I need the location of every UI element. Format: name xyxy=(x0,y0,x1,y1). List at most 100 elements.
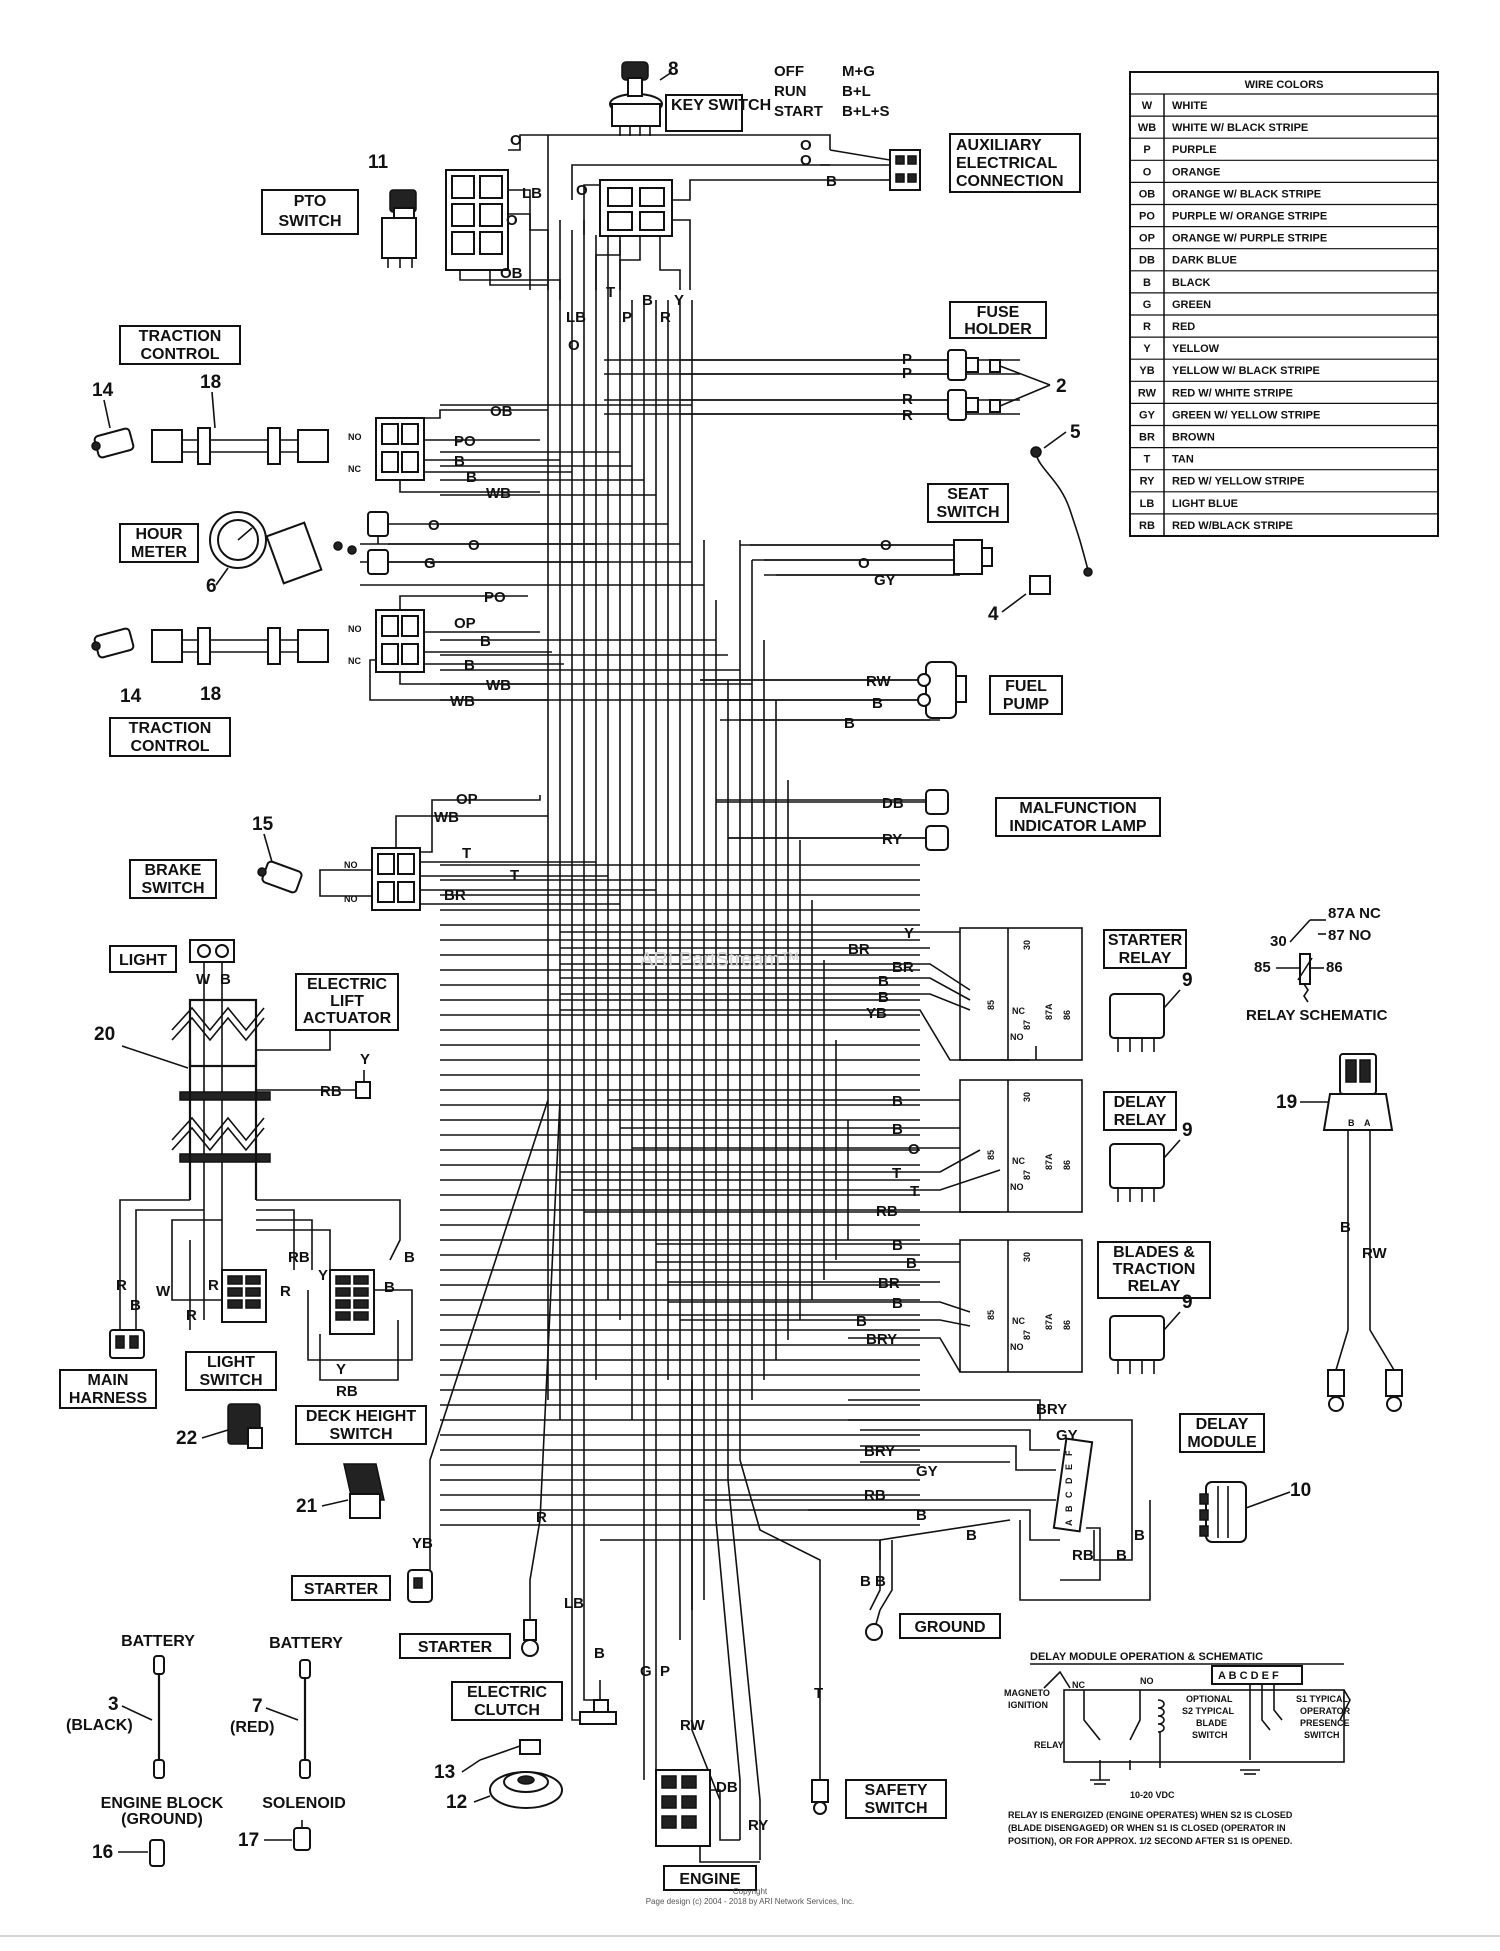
svg-text:15: 15 xyxy=(252,814,274,835)
mil-label-1: MALFUNCTION xyxy=(1019,800,1136,817)
s2-1: OPTIONAL xyxy=(1186,1694,1233,1704)
svg-text:B: B xyxy=(872,695,883,712)
blades-relay-label-1: BLADES & xyxy=(1113,1244,1195,1261)
svg-text:E: E xyxy=(1064,1464,1074,1470)
svg-text:3: 3 xyxy=(108,1694,119,1715)
switch-4-5: 5 4 xyxy=(988,422,1093,625)
light-switch-box xyxy=(185,1351,277,1391)
svg-text:O: O xyxy=(468,537,480,554)
svg-text:DB: DB xyxy=(882,795,904,812)
s2-4: SWITCH xyxy=(1192,1730,1228,1740)
delay-relay-label-2: RELAY xyxy=(1114,1112,1167,1129)
switch-wiring: R B W R R R RB Y B B xyxy=(116,1199,415,1330)
svg-text:10: 10 xyxy=(1290,1480,1311,1501)
s1-1: S1 TYPICAL xyxy=(1296,1694,1349,1704)
svg-text:LB: LB xyxy=(522,185,542,202)
starter-relay-label-2: RELAY xyxy=(1119,950,1172,967)
svg-text:B: B xyxy=(826,173,837,190)
svg-text:6: 6 xyxy=(206,576,217,597)
brake-box xyxy=(129,859,217,899)
starter-relay-wires: Y BR BR B B YB xyxy=(848,925,914,1022)
vdc-label: 10-20 VDC xyxy=(1130,1790,1175,1800)
hour-connectors: O O G xyxy=(367,511,608,575)
solenoid-label: SOLENOID xyxy=(262,1795,346,1812)
sr-pin-30: 30 xyxy=(1022,940,1032,950)
svg-text:WB: WB xyxy=(486,677,511,694)
svg-text:20: 20 xyxy=(94,1024,115,1045)
starter-solenoid: YB xyxy=(407,1099,549,1603)
fuse-box xyxy=(949,301,1047,339)
wire-color-desc: YELLOW xyxy=(1172,343,1220,355)
svg-text:85: 85 xyxy=(986,1310,996,1320)
wire-color-desc: BLACK xyxy=(1172,277,1211,289)
svg-text:OB: OB xyxy=(490,403,513,420)
wire-color-code: OB xyxy=(1139,188,1156,200)
svg-text:B: B xyxy=(464,657,475,674)
svg-text:YB: YB xyxy=(866,1005,887,1022)
starter1-label: STARTER xyxy=(304,1581,379,1598)
svg-text:RB: RB xyxy=(864,1487,886,1504)
svg-text:T: T xyxy=(892,1165,901,1182)
hour-label-2: METER xyxy=(131,544,187,561)
sr-pin-nc: NC xyxy=(1012,1006,1025,1016)
traction1-wire-labels: OB PO B B WB xyxy=(454,403,513,502)
svg-text:PO: PO xyxy=(454,433,476,450)
wire-color-desc: PURPLE xyxy=(1172,144,1217,156)
svg-text:B: B xyxy=(1116,1547,1127,1564)
svg-text:87A NC: 87A NC xyxy=(1328,905,1381,922)
brake-connector: NO NO xyxy=(319,795,656,911)
hour-box xyxy=(119,523,199,563)
ground: B B xyxy=(600,1519,1011,1641)
traction1-label-2: CONTROL xyxy=(140,346,219,363)
lift-label-1: ELECTRIC xyxy=(307,976,387,993)
svg-text:O: O xyxy=(880,537,892,554)
pos-off-value: M+G xyxy=(842,63,875,80)
traction-sensor-1: 14 18 xyxy=(91,372,329,465)
svg-text:O: O xyxy=(510,132,522,149)
traction2-label-2: CONTROL xyxy=(130,738,209,755)
svg-text:22: 22 xyxy=(176,1428,197,1449)
safety-box xyxy=(845,1779,947,1819)
brake-label-1: BRAKE xyxy=(145,862,202,879)
svg-text:B: B xyxy=(594,1645,605,1662)
svg-text:WB: WB xyxy=(434,809,459,826)
svg-text:T: T xyxy=(510,867,519,884)
svg-text:RB: RB xyxy=(320,1083,342,1100)
svg-text:9: 9 xyxy=(1182,1120,1193,1141)
svg-text:B: B xyxy=(384,1279,395,1296)
engine-box xyxy=(663,1865,757,1891)
svg-text:14: 14 xyxy=(92,380,114,401)
aux-label-3: CONNECTION xyxy=(956,173,1064,190)
starter1-box xyxy=(291,1575,391,1601)
pto-connector xyxy=(445,134,831,300)
blades-relay-label-2: TRACTION xyxy=(1113,1261,1196,1278)
part-16: 16 xyxy=(92,1839,165,1867)
svg-text:NC: NC xyxy=(348,464,361,474)
starter-terminal: R xyxy=(521,1099,561,1657)
svg-text:B: B xyxy=(856,1313,867,1330)
delay-relay-box xyxy=(1103,1091,1177,1131)
brake-switch: 15 xyxy=(252,814,303,894)
pto-number: 11 xyxy=(368,152,389,173)
svg-text:RW: RW xyxy=(680,1717,706,1734)
pos-run-name: RUN xyxy=(774,83,807,100)
wire-color-desc: RED xyxy=(1172,321,1195,333)
relay-cube-2: 9 xyxy=(1109,1120,1193,1202)
wire-color-desc: PURPLE W/ ORANGE STRIPE xyxy=(1172,211,1327,223)
svg-text:R: R xyxy=(116,1277,127,1294)
item19-connector: 19 B A B RW xyxy=(1276,1053,1403,1412)
delay-note-3: POSITION), OR FOR APPROX. 1/2 SECOND AFT… xyxy=(1008,1836,1292,1846)
svg-text:B: B xyxy=(878,989,889,1006)
relay-op-label: RELAY xyxy=(1034,1740,1064,1750)
svg-text:B: B xyxy=(1340,1219,1351,1236)
svg-text:P: P xyxy=(622,309,632,326)
clutch-label-2: CLUTCH xyxy=(474,1702,540,1719)
svg-text:21: 21 xyxy=(296,1496,318,1517)
svg-text:B: B xyxy=(844,715,855,732)
svg-text:13: 13 xyxy=(434,1762,455,1783)
svg-text:P: P xyxy=(902,351,912,368)
lift-label-2: LIFT xyxy=(330,993,364,1010)
main-harness-box xyxy=(59,1369,157,1409)
magneto-1: MAGNETO xyxy=(1004,1688,1050,1698)
svg-text:BR: BR xyxy=(892,959,914,976)
